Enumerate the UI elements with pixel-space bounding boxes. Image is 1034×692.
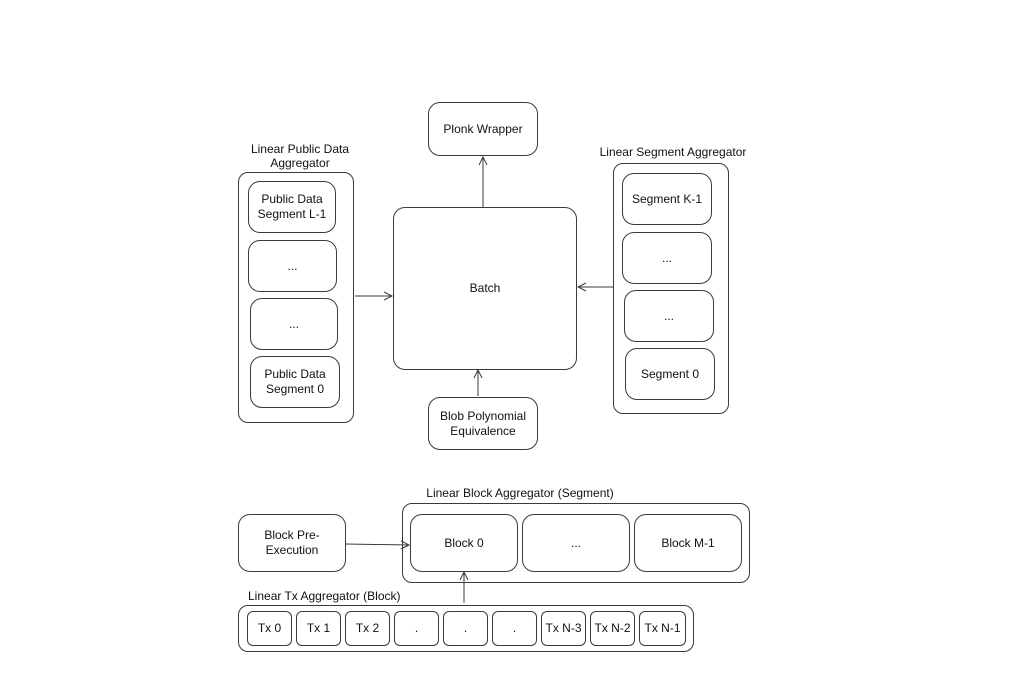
tx-aggregator-title: Linear Tx Aggregator (Block) [248,589,401,603]
block-ellipsis-node: ... [522,514,630,572]
block-aggregator-group [402,503,750,583]
tx-ellipsis-node: . [492,611,537,646]
tx-node: Tx 2 [345,611,390,646]
tx-node: Tx N-1 [639,611,686,646]
segment-node: Segment 0 [625,348,715,400]
segment-aggregator-group [613,163,729,414]
tx-node: Tx N-2 [590,611,635,646]
public-data-segment-node: Public Data Segment 0 [250,356,340,408]
arrow-preexec-to-block0 [345,544,409,545]
batch-label: Batch [469,281,501,295]
block-node: Block 0 [410,514,518,572]
tx-node: Tx 0 [247,611,292,646]
block-node: Block M-1 [634,514,742,572]
batch-node: Batch [393,207,577,370]
public-data-ellipsis-node: ... [248,240,337,292]
tx-aggregator-group [238,605,694,652]
public-data-segment-node: Public Data Segment L-1 [248,181,336,233]
plonk-wrapper-node: Plonk Wrapper [428,102,538,156]
public-data-aggregator-group [238,172,354,423]
block-aggregator-title: Linear Block Aggregator (Segment) [426,486,614,500]
tx-ellipsis-node: . [394,611,439,646]
segment-ellipsis-node: ... [622,232,712,284]
block-pre-execution-node: Block Pre-Execution [238,514,346,572]
tx-ellipsis-node: . [443,611,488,646]
blob-polynomial-node: Blob Polynomial Equivalence [428,397,538,450]
tx-node: Tx N-3 [541,611,586,646]
plonk-wrapper-label: Plonk Wrapper [443,121,523,136]
public-data-aggregator-title: Linear Public Data Aggregator [250,142,350,170]
segment-node: Segment K-1 [622,173,712,225]
segment-aggregator-title: Linear Segment Aggregator [599,145,747,159]
tx-node: Tx 1 [296,611,341,646]
public-data-ellipsis-node: ... [250,298,338,350]
segment-ellipsis-node: ... [624,290,714,342]
blob-polynomial-label: Blob Polynomial Equivalence [439,408,527,438]
